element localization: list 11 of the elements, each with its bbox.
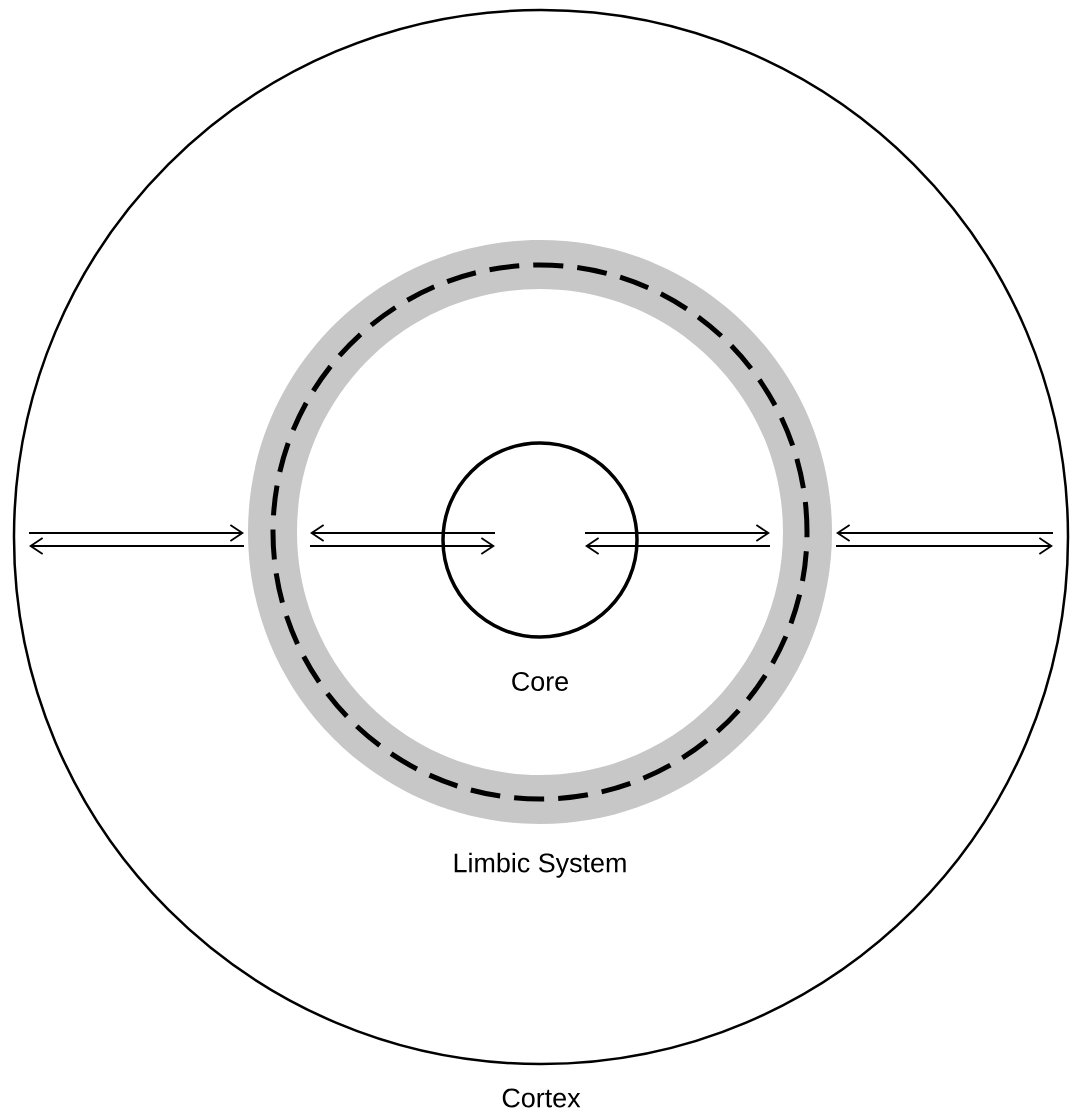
arrow (585, 537, 771, 555)
arrow (28, 524, 244, 542)
arrow (836, 524, 1054, 542)
node-label: Core (512, 671, 568, 691)
node-label: Cortex (502, 1088, 581, 1108)
node-label: Limbic System (454, 852, 626, 878)
arrow (29, 537, 245, 555)
arrow (835, 537, 1053, 555)
arrow (584, 524, 770, 542)
arrow (309, 537, 495, 555)
arrow (310, 524, 496, 542)
